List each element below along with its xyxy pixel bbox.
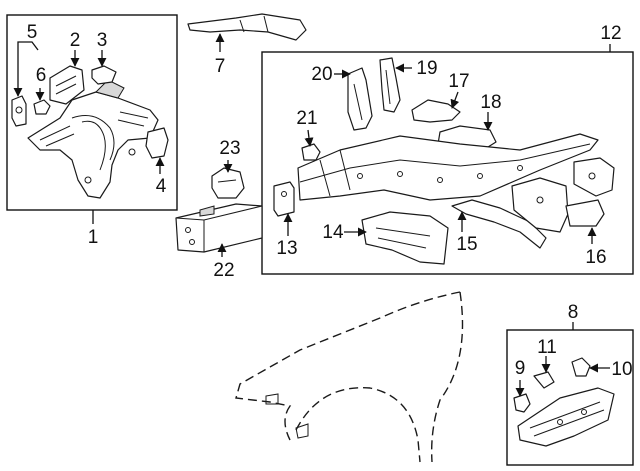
callout-3: 3 xyxy=(97,30,108,51)
part-2-detail xyxy=(55,75,77,95)
part-3 xyxy=(91,65,117,85)
part-7 xyxy=(187,13,307,41)
part-16 xyxy=(511,157,615,233)
callout-20: 20 xyxy=(311,64,332,85)
part-8-bracket xyxy=(517,387,615,447)
part-20-detail xyxy=(353,83,363,121)
callout-9: 9 xyxy=(515,358,526,379)
callout-10: 10 xyxy=(611,359,632,380)
part-17 xyxy=(411,99,461,123)
part-19-detail xyxy=(385,69,391,105)
callout-8: 8 xyxy=(568,302,579,323)
part-6 xyxy=(33,99,51,115)
callout-23: 23 xyxy=(219,138,240,159)
callout-4: 4 xyxy=(156,176,167,197)
part-9 xyxy=(513,393,531,413)
part-10 xyxy=(571,357,591,377)
part-20 xyxy=(347,67,373,131)
part-23-detail xyxy=(217,179,237,183)
part-7-detail xyxy=(239,15,269,33)
callout-12: 12 xyxy=(600,23,621,44)
part-14 xyxy=(361,211,449,265)
part-19 xyxy=(379,57,401,113)
group-box-1 xyxy=(6,14,178,211)
callout-11: 11 xyxy=(537,337,557,358)
part-wheelhouse-assembly xyxy=(27,79,159,199)
callout-18: 18 xyxy=(480,92,501,113)
callout-15: 15 xyxy=(456,234,477,255)
group-box-8 xyxy=(506,329,634,466)
callout-19: 19 xyxy=(416,58,437,79)
callout-6: 6 xyxy=(36,65,47,86)
part-15 xyxy=(451,199,547,249)
part-5 xyxy=(11,95,27,127)
fender-outline xyxy=(235,291,464,463)
part-14-detail xyxy=(375,227,431,249)
part-2 xyxy=(49,65,85,105)
callout-21: 21 xyxy=(296,108,317,129)
part-4 xyxy=(145,127,169,159)
callout-14: 14 xyxy=(322,222,344,243)
part-13-hole xyxy=(281,191,287,197)
callout-16: 16 xyxy=(585,247,606,268)
group-box-12 xyxy=(261,51,634,275)
part-5-hole xyxy=(15,106,23,114)
part-21 xyxy=(301,143,321,161)
callout-22: 22 xyxy=(213,260,234,281)
part-23 xyxy=(211,167,245,199)
callout-2: 2 xyxy=(70,30,81,51)
callout-13: 13 xyxy=(276,238,297,259)
part-frame-rail xyxy=(297,133,599,201)
part-22 xyxy=(175,203,263,253)
callout-7: 7 xyxy=(215,56,226,77)
leader-lines xyxy=(13,33,610,397)
callout-1: 1 xyxy=(88,227,99,248)
callout-5: 5 xyxy=(27,22,38,43)
part-13 xyxy=(273,181,295,217)
part-11 xyxy=(533,371,555,389)
callout-17: 17 xyxy=(448,71,469,92)
callout-labels: 1 2 3 4 5 6 7 8 9 10 11 12 13 14 15 16 1… xyxy=(27,22,633,380)
